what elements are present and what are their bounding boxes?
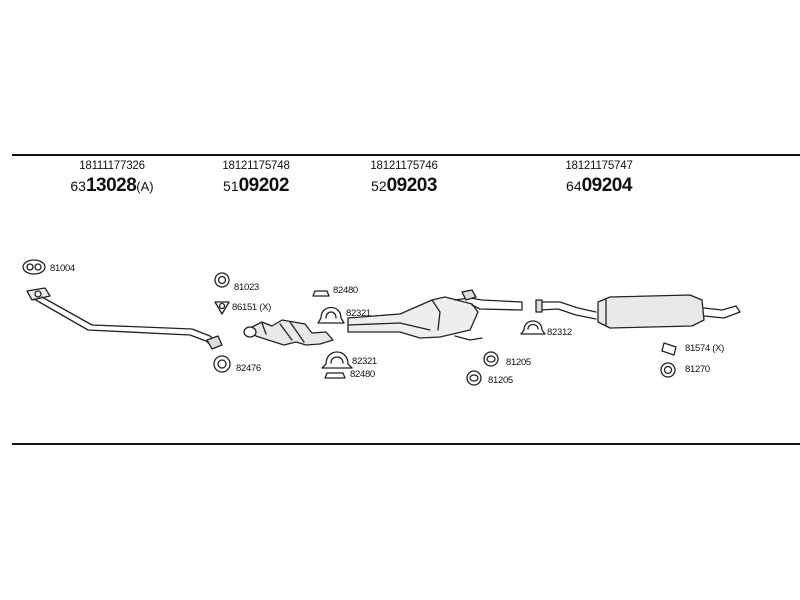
part-label-82321-top: 82321 — [346, 308, 371, 319]
ref-suffix: (A) — [136, 179, 154, 194]
part-reference: 5109202 — [222, 175, 289, 198]
part-label-81205-top: 81205 — [506, 357, 531, 368]
column-middle-silencer: 18121175746 5209203 — [370, 160, 438, 198]
oem-number: 18121175746 — [370, 160, 438, 172]
ref-prefix: 51 — [223, 178, 239, 194]
ref-prefix: 52 — [371, 178, 387, 194]
ring-81205-bottom-icon — [466, 370, 482, 386]
middle-silencer-drawing — [347, 289, 523, 341]
column-front-silencer: 18121175748 5109202 — [222, 160, 290, 198]
ref-prefix: 63 — [70, 178, 86, 194]
ref-number: 09204 — [581, 175, 633, 196]
clamp-82321-bottom-icon — [321, 351, 353, 369]
part-label-82480-bottom: 82480 — [350, 369, 375, 380]
column-front-pipe: 18111177326 6313028(A) — [70, 160, 153, 198]
part-label-81205-bottom: 81205 — [488, 375, 513, 386]
part-label-82321-bottom: 82321 — [352, 356, 377, 367]
gasket-81574-icon — [661, 342, 677, 356]
clamp-82312-icon — [520, 320, 546, 335]
ref-number: 09202 — [238, 175, 290, 196]
part-label-82480-top: 82480 — [333, 285, 358, 296]
part-label-86151: 86151 (X) — [232, 302, 272, 313]
part-label-82312: 82312 — [547, 327, 572, 338]
gasket-81004-icon — [22, 259, 46, 275]
part-reference: 6313028(A) — [70, 175, 153, 198]
oem-number: 18111177326 — [79, 160, 145, 172]
bottom-rule — [12, 443, 800, 445]
front-silencer-drawing — [243, 319, 334, 346]
ref-prefix: 64 — [566, 178, 582, 194]
part-reference: 5209203 — [370, 175, 437, 198]
ring-81205-top-icon — [483, 351, 499, 367]
part-label-81574: 81574 (X) — [685, 343, 725, 354]
bracket-82480-bottom-icon — [324, 372, 346, 379]
part-reference: 6409204 — [565, 175, 632, 198]
part-label-81004: 81004 — [50, 263, 75, 274]
bracket-82480-top-icon — [312, 290, 330, 297]
part-label-81023: 81023 — [234, 282, 259, 293]
oem-number: 18121175747 — [565, 160, 633, 172]
column-rear-silencer: 18121175747 6409204 — [565, 160, 633, 198]
ref-number: 13028 — [85, 175, 137, 196]
ring-81023-icon — [214, 272, 230, 288]
front-pipe-drawing — [26, 287, 223, 350]
rear-silencer-drawing — [535, 294, 741, 329]
part-label-82476: 82476 — [236, 363, 261, 374]
clamp-82321-top-icon — [317, 306, 345, 324]
gasket-86151-icon — [214, 301, 230, 315]
top-rule — [12, 154, 800, 156]
ring-81270-icon — [660, 362, 676, 378]
ring-82476-icon — [213, 355, 231, 373]
oem-number: 18121175748 — [222, 160, 290, 172]
part-label-81270: 81270 — [685, 364, 710, 375]
ref-number: 09203 — [386, 175, 438, 196]
